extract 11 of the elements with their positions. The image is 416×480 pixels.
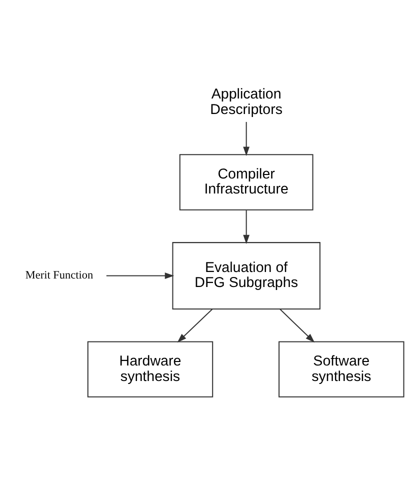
node-box: Hardware synthesis — [87, 341, 214, 398]
node-box: Compiler Infrastructure — [179, 154, 314, 210]
node-text: Merit Function — [25, 270, 94, 282]
arrow — [243, 210, 250, 244]
node-box: Evaluation of DFG Subgraphs — [172, 242, 320, 310]
node-text: Application Descriptors — [210, 86, 282, 118]
arrow — [280, 308, 315, 343]
arrow — [243, 122, 250, 156]
arrow — [177, 308, 213, 343]
node-box: Software synthesis — [278, 341, 404, 398]
arrow — [106, 272, 174, 279]
